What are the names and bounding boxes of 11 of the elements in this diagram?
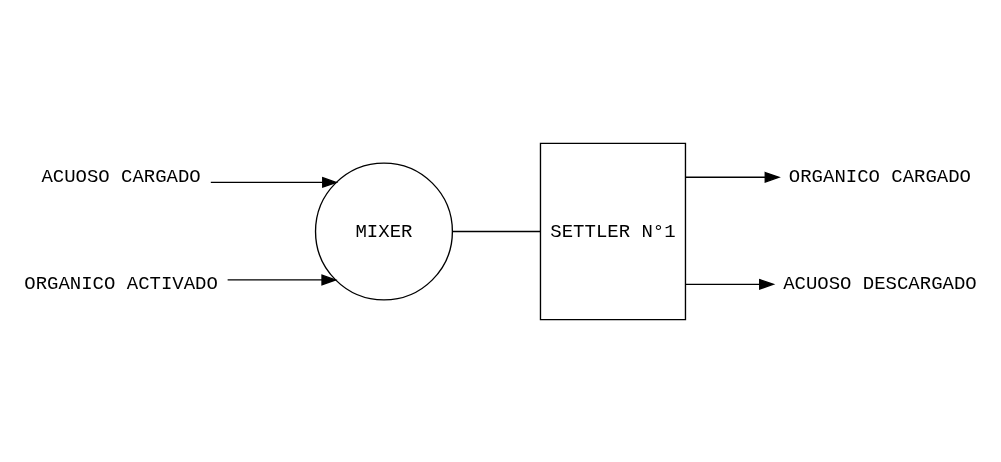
arrow [210,176,339,188]
arrow [684,171,781,183]
node-box: SETTLER N°1 [539,142,687,320]
node-text: ACUOSO CARGADO [41,165,201,188]
node-text: ORGANICO CARGADO [788,165,971,188]
node-text: ACUOSO DESCARGADO [783,272,977,295]
arrow [226,273,338,286]
node-circle: MIXER [314,161,454,301]
node-text: ORGANICO ACTIVADO [24,272,218,295]
arrow [684,278,776,290]
connector [452,230,541,232]
